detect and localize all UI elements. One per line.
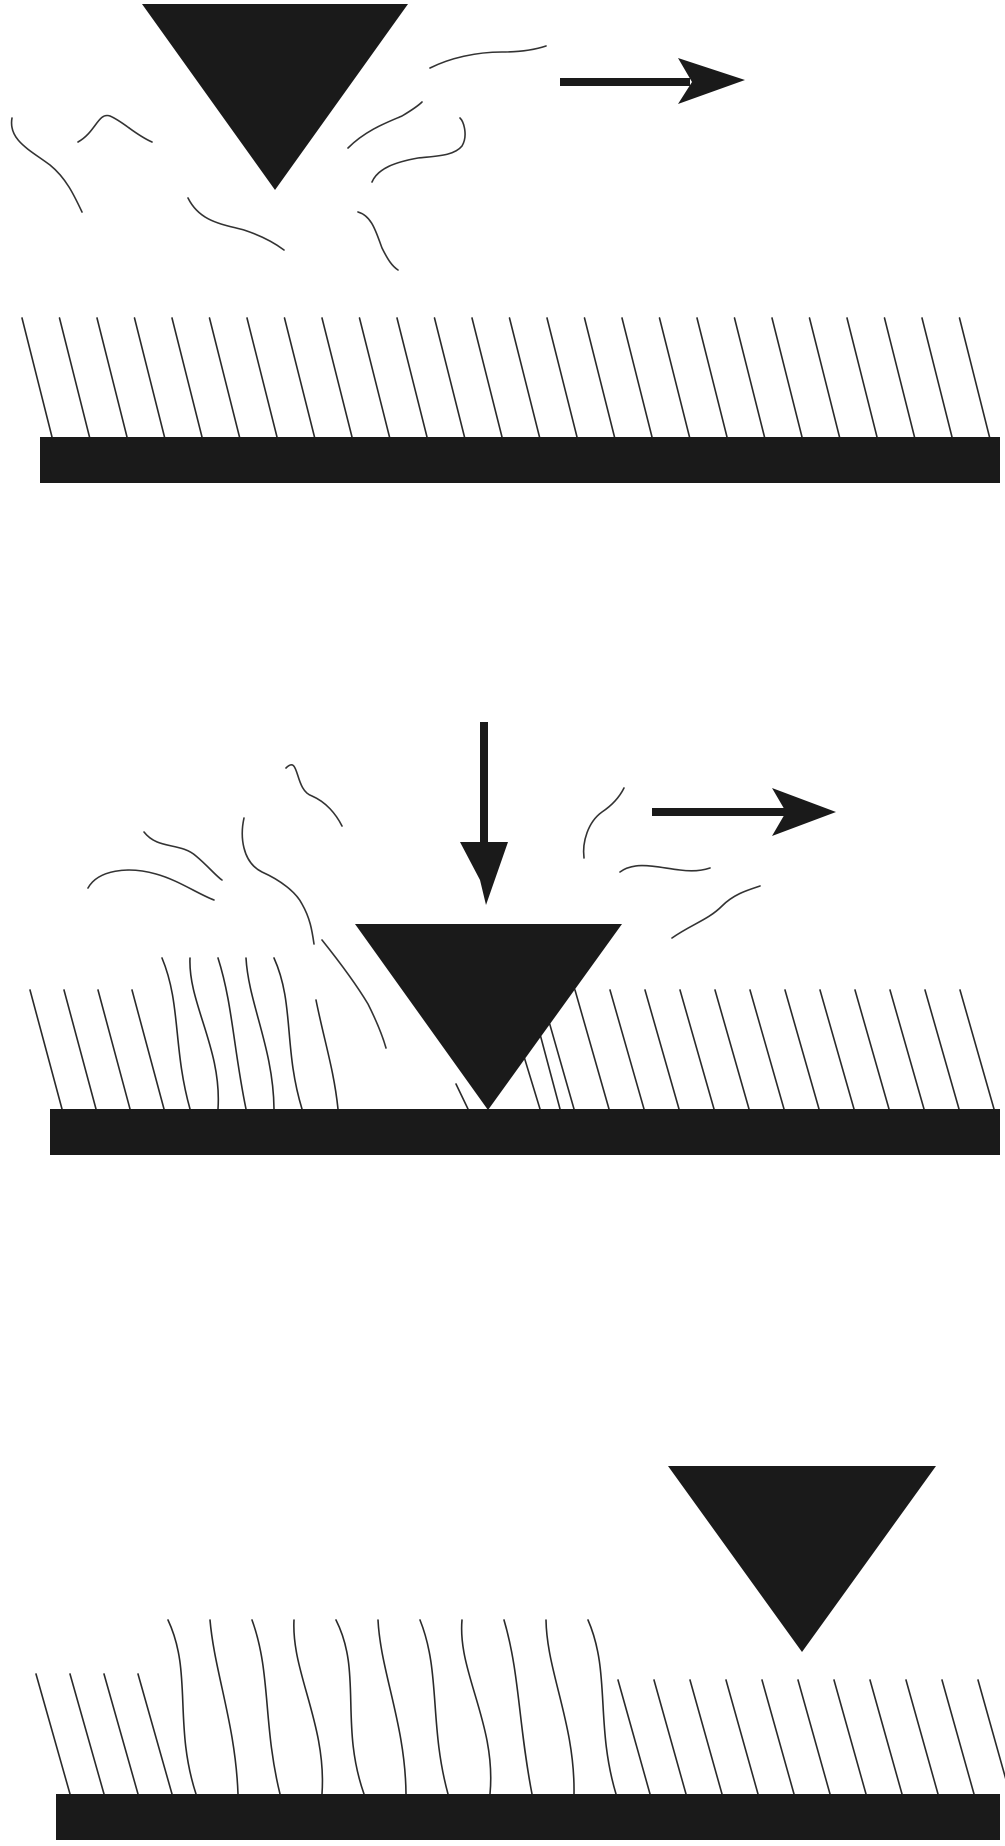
polymer-chain — [714, 989, 750, 1110]
substrate — [50, 1109, 1000, 1155]
polymer-chain — [137, 1673, 173, 1795]
polymer-chain — [819, 989, 855, 1110]
polymer-chain — [433, 317, 466, 438]
polymer-chain — [283, 317, 316, 438]
polymer-chain — [653, 1679, 687, 1795]
polymer-chain — [696, 317, 728, 438]
polymer-chain — [609, 989, 645, 1110]
polymer-chain — [460, 1619, 492, 1795]
polymer-chain — [689, 1679, 723, 1795]
polymer-chain — [889, 989, 925, 1110]
polymer-chain — [808, 317, 841, 438]
polymer-chain — [644, 989, 680, 1110]
polymer-chain — [869, 1679, 903, 1795]
polymer-chain — [377, 1619, 407, 1795]
polymer-chain — [97, 989, 131, 1110]
polymer-chain — [419, 1619, 449, 1795]
polymer-chain — [883, 317, 916, 438]
substrate — [56, 1794, 1000, 1840]
polymer-chain — [679, 989, 715, 1110]
polymer-chain — [161, 957, 191, 1110]
polymer-chain — [846, 317, 878, 438]
brush-chains — [29, 957, 995, 1110]
polymer-chain — [63, 989, 97, 1110]
panel-3 — [35, 1466, 1005, 1840]
polymer-chain — [455, 1083, 469, 1110]
polymer-chain — [245, 957, 275, 1110]
polymer-chain — [977, 1679, 1005, 1780]
polymer-chain — [35, 1673, 71, 1795]
polymer-chain — [521, 1049, 541, 1110]
polymer-chain — [293, 1619, 324, 1795]
polymer-chain — [171, 317, 203, 438]
polymer-chain — [246, 317, 278, 438]
substrate — [40, 437, 1000, 483]
polymer-chain — [58, 317, 91, 438]
polymer-chain — [29, 989, 63, 1110]
polymer-chain — [209, 1619, 239, 1795]
brush-chains — [21, 317, 991, 438]
polymer-chain — [546, 317, 578, 438]
polymer-chain — [617, 1679, 651, 1795]
loading-arrow — [460, 722, 508, 905]
panel-2 — [29, 722, 1000, 1155]
polymer-chain — [167, 1619, 197, 1795]
polymer-chain — [854, 989, 890, 1110]
polymer-chain — [131, 989, 165, 1110]
polymer-chain — [273, 957, 303, 1110]
polymer-chain — [217, 957, 247, 1110]
polymer-chain — [103, 1673, 139, 1795]
polymer-chain — [574, 989, 610, 1110]
polymer-chain — [189, 957, 220, 1110]
polymer-chain — [924, 989, 960, 1110]
polymer-chain — [396, 317, 428, 438]
polymer-chain — [508, 317, 541, 438]
polymer-chain — [958, 317, 991, 438]
brush-chains — [35, 1619, 1005, 1795]
polymer-chain — [587, 1619, 617, 1795]
afm-tip — [142, 4, 408, 190]
polymer-chain — [761, 1679, 795, 1795]
afm-tip — [355, 924, 622, 1110]
polymer-chain — [539, 1033, 561, 1110]
polymer-chain — [658, 317, 691, 438]
panel-1 — [10, 4, 1000, 483]
polymer-chain — [251, 1619, 281, 1795]
polymer-chain — [959, 989, 995, 1110]
polymer-chain — [133, 317, 166, 438]
polymer-chain — [833, 1679, 867, 1795]
polymer-chain — [905, 1679, 939, 1795]
polymer-chain — [583, 317, 616, 438]
polymer-chain — [621, 317, 653, 438]
polymer-chain — [69, 1673, 105, 1795]
polymer-chain — [749, 989, 785, 1110]
scan-direction-arrow — [560, 58, 745, 104]
scan-direction-arrow — [652, 788, 836, 836]
polymer-chain — [784, 989, 820, 1110]
polymer-chain — [208, 317, 241, 438]
polymer-chain — [471, 317, 503, 438]
polymer-chain — [921, 317, 953, 438]
polymer-chain — [358, 317, 391, 438]
afm-tip — [668, 1466, 936, 1652]
polymer-chain — [321, 317, 353, 438]
debris-fragments — [87, 764, 761, 1049]
polymer-chain — [96, 317, 128, 438]
polymer-chain — [725, 1679, 759, 1795]
polymer-chain — [941, 1679, 975, 1795]
polymer-chain — [315, 999, 339, 1110]
polymer-chain — [21, 317, 53, 438]
polymer-chain — [733, 317, 766, 438]
polymer-chain — [797, 1679, 831, 1795]
polymer-chain — [771, 317, 803, 438]
polymer-chain — [503, 1619, 533, 1795]
polymer-chain — [545, 1619, 575, 1795]
polymer-chain — [335, 1619, 365, 1795]
debris-fragments — [10, 45, 547, 271]
